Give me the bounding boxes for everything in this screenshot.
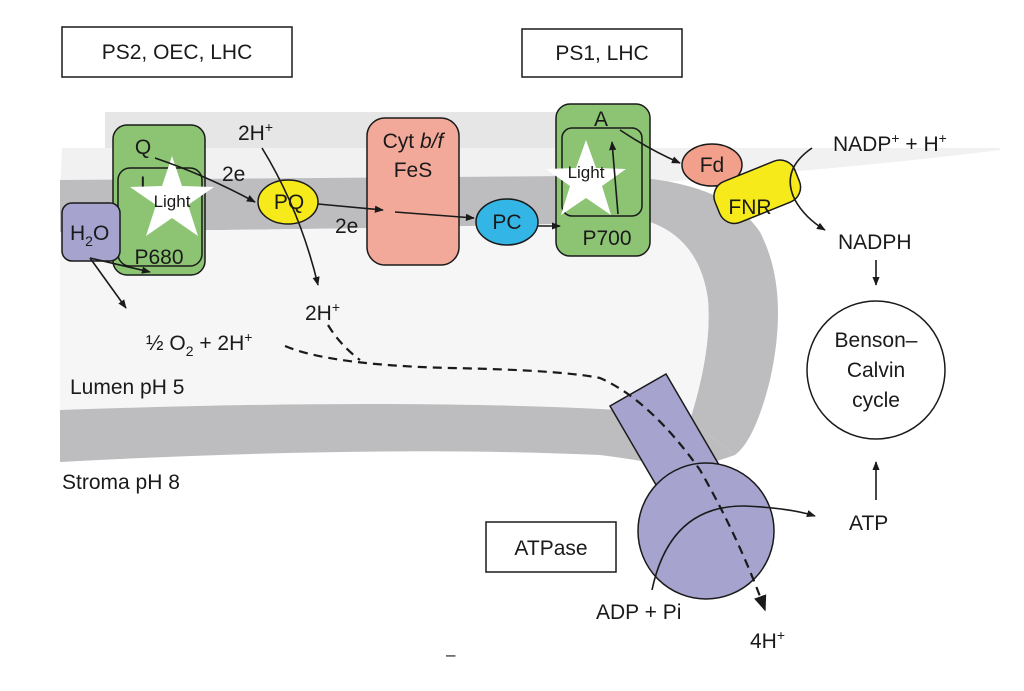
p680-label: P680 <box>134 246 183 269</box>
proton-dashed-path <box>284 344 767 612</box>
two-e-label-1: 2e <box>222 163 245 186</box>
pc-label: PC <box>492 211 521 234</box>
pq-molecule: PQ <box>257 179 319 225</box>
ps2-complex: Q L Light P680 <box>112 124 214 276</box>
arrow-a-to-fd <box>619 129 681 164</box>
star-icon <box>130 156 214 236</box>
ps1-label-box: PS1, LHC <box>521 28 683 78</box>
ps1-label: PS1, LHC <box>555 42 648 65</box>
arrow-adp-to-atp <box>651 505 816 591</box>
ps2-label-box: PS2, OEC, LHC <box>61 26 293 78</box>
benson-calvin-cycle: Benson– Calvin cycle <box>806 300 946 440</box>
atpase-complex <box>608 372 775 600</box>
h2o-label: H2O <box>70 222 109 249</box>
stroma-label: Stroma pH 8 <box>62 471 180 494</box>
light-label-ps1: Light <box>568 163 605 182</box>
ps1-complex: A Light P700 <box>546 103 651 257</box>
annotation-labels: 2H+ 2e 2e 2H+ ½ O2 + 2H+ Lumen pH 5 Stro… <box>62 119 947 664</box>
lower-membrane-band <box>60 404 735 470</box>
two-h-plus-mid: 2H+ <box>305 299 340 325</box>
l-label: L <box>140 173 152 196</box>
fnr-label: FNR <box>728 196 771 219</box>
arrow-p700-to-a <box>609 141 619 215</box>
light-label-ps2: Light <box>154 192 191 211</box>
adp-pi-label: ADP + Pi <box>596 601 681 624</box>
nadph-label: NADPH <box>838 231 912 254</box>
arrow-h2o-to-o2 <box>89 257 127 309</box>
four-h-plus-label: 4H+ <box>750 627 785 653</box>
arrow-pq-to-cyt <box>317 203 384 213</box>
half-o2-label: ½ O2 + 2H+ <box>146 329 252 359</box>
p700-label: P700 <box>582 227 631 250</box>
arrow-fnr-nadph <box>789 147 826 231</box>
a-label: A <box>594 108 608 131</box>
atp-label: ATP <box>849 512 888 535</box>
cyt-bf-complex: Cyt b/f FeS <box>366 117 460 266</box>
two-h-plus-top: 2H+ <box>238 119 273 145</box>
h2o-complex: H2O <box>61 202 121 262</box>
atpase-head <box>637 462 775 600</box>
atpase-label-box: ATPase <box>485 521 617 573</box>
nadp-label: NADP+ + H+ <box>833 130 947 156</box>
ps2-label: PS2, OEC, LHC <box>102 41 253 64</box>
arrow-cyt-to-pc <box>394 211 475 221</box>
atpase-label: ATPase <box>514 537 587 560</box>
arrow-q-to-pq <box>154 157 256 203</box>
fd-molecule: Fd <box>681 143 743 187</box>
lumen-label: Lumen pH 5 <box>70 376 184 399</box>
benson-line-3: cycle <box>852 389 900 412</box>
fd-label: Fd <box>700 154 725 177</box>
arrow-h2o-to-p680 <box>89 257 151 274</box>
fes-label: FeS <box>394 159 433 182</box>
pq-label: PQ <box>274 191 304 214</box>
arrow-2h-down <box>261 147 320 286</box>
q-label: Q <box>135 136 151 159</box>
cyt-label: Cyt b/f <box>383 130 446 153</box>
dash-mark: – <box>446 645 456 664</box>
benson-line-2: Calvin <box>847 359 905 382</box>
two-e-label-2: 2e <box>335 215 358 238</box>
electron-flow-arrows <box>89 129 880 612</box>
proton-dashed-branch <box>327 324 361 361</box>
star-icon <box>546 140 626 215</box>
fnr-complex: FNR <box>713 159 802 225</box>
pc-molecule: PC <box>475 198 539 246</box>
lumen-interior <box>60 222 709 420</box>
benson-line-1: Benson– <box>835 329 918 352</box>
